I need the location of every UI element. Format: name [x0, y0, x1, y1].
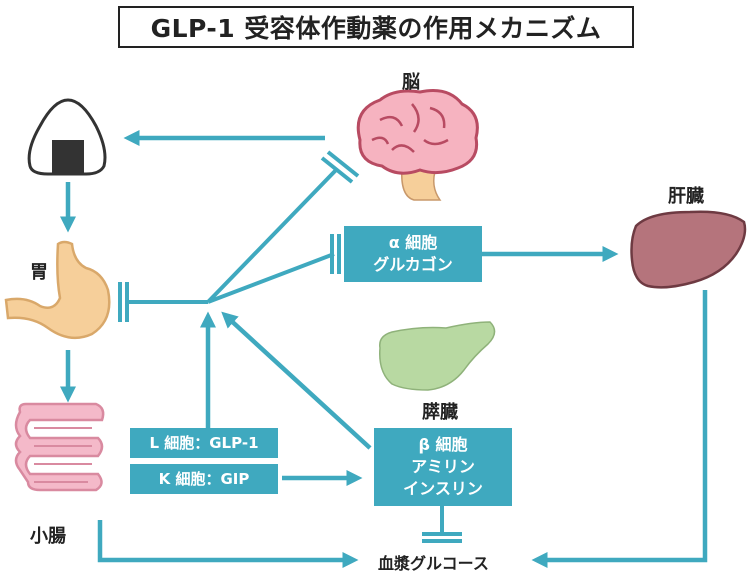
l-cell-box: L 細胞：GLP-1 — [130, 428, 278, 458]
brain-icon — [356, 89, 479, 201]
intestine-to-glucose-arrow — [97, 520, 359, 569]
alpha-cell-box: α 細胞 グルカゴン — [344, 226, 482, 282]
stomach-label: 胃 — [30, 262, 48, 283]
brain-inhibit-bar — [320, 156, 354, 184]
diagram-title: GLP-1 受容体作動薬の作用メカニズム — [118, 6, 634, 48]
onigiri-icon — [27, 98, 107, 176]
brain-label: 脳 — [402, 72, 420, 93]
beta-cell-label: β 細胞 — [418, 435, 468, 454]
blood-glucose-label: 血漿グルコース — [378, 554, 489, 573]
l-cell-label: L 細胞：GLP-1 — [149, 434, 259, 452]
brain-inhibit-bar-2 — [326, 150, 360, 178]
liver-label: 肝臓 — [668, 186, 704, 207]
stomach-icon — [4, 240, 111, 340]
hub-to-alpha-inhibit-line — [207, 252, 335, 304]
hub-to-brain-inhibit-line — [206, 168, 338, 304]
liver-to-glucose-arrow — [531, 290, 708, 569]
beta-to-hub-arrow — [221, 311, 372, 450]
beta-cell-box: β 細胞 アミリン インスリン — [374, 428, 512, 506]
k-cell-label: K 細胞：GIP — [158, 470, 250, 488]
small-intestine-label: 小腸 — [30, 526, 66, 547]
k-cell-box: K 細胞：GIP — [130, 464, 278, 494]
amylin-label: アミリン — [411, 457, 475, 476]
insulin-label: インスリン — [403, 479, 483, 498]
intestine-icon — [14, 402, 105, 492]
pancreas-icon — [379, 321, 496, 391]
pancreas-label: 膵臓 — [422, 402, 458, 423]
alpha-cell-label: α 細胞 — [388, 233, 438, 252]
glucagon-label: グルカゴン — [373, 255, 453, 274]
liver-icon — [630, 210, 747, 289]
